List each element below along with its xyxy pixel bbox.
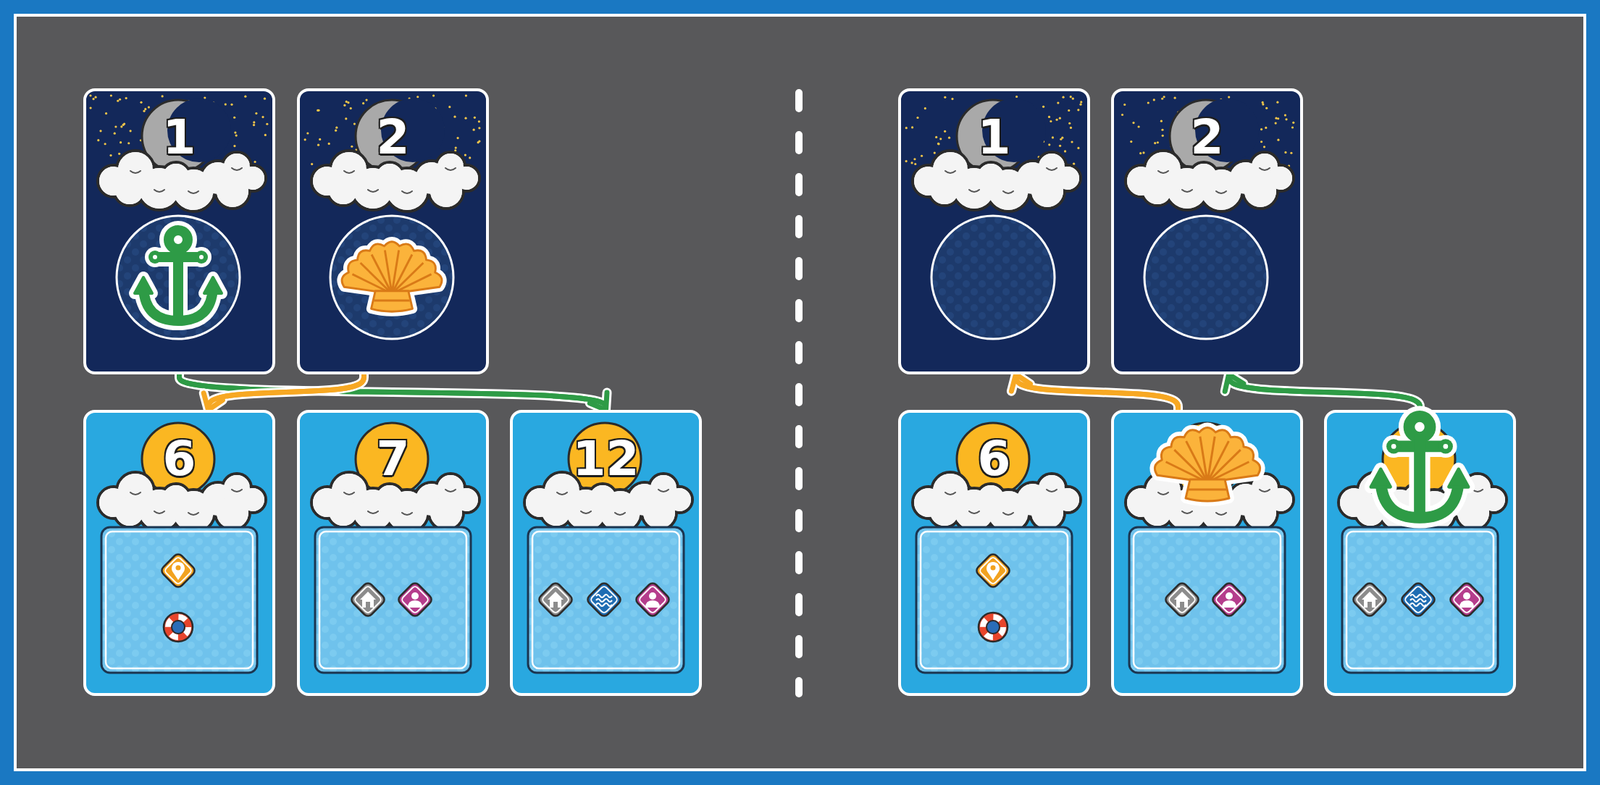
day-card bbox=[1324, 409, 1516, 697]
day-card-art bbox=[1324, 409, 1516, 697]
card-number: 7 bbox=[296, 433, 489, 485]
pin-icon bbox=[974, 552, 1012, 590]
anchor-token bbox=[134, 230, 222, 321]
person-icon bbox=[1211, 581, 1248, 619]
house-icon bbox=[349, 581, 387, 619]
person-icon bbox=[634, 581, 672, 619]
buoy-icon bbox=[163, 612, 193, 642]
person-icon bbox=[1448, 581, 1486, 619]
waves-icon bbox=[585, 581, 623, 619]
night-card: 1 bbox=[898, 88, 1091, 375]
move-arrow bbox=[203, 374, 364, 410]
buoy-icon bbox=[978, 612, 1008, 642]
card-number: 6 bbox=[83, 433, 276, 485]
card-number: 2 bbox=[296, 112, 489, 163]
cloud-group bbox=[1338, 472, 1507, 534]
shell-token bbox=[1154, 427, 1260, 502]
night-card: 2 bbox=[296, 88, 489, 375]
day-card bbox=[1111, 409, 1304, 697]
house-icon bbox=[537, 581, 575, 619]
card-number: 2 bbox=[1111, 112, 1304, 163]
cloud-group bbox=[1125, 472, 1294, 534]
pin-icon bbox=[160, 552, 198, 590]
person-icon bbox=[396, 581, 434, 619]
card-number: 1 bbox=[83, 112, 276, 163]
night-card: 2 bbox=[1111, 88, 1304, 375]
day-card: 7 bbox=[296, 409, 489, 697]
day-card-art bbox=[1111, 409, 1304, 697]
day-card: 12 bbox=[509, 409, 702, 697]
day-card: 6 bbox=[83, 409, 276, 697]
card-number: 6 bbox=[898, 433, 1091, 485]
day-card: 6 bbox=[898, 409, 1091, 697]
house-icon bbox=[1351, 581, 1389, 619]
waves-icon bbox=[1400, 581, 1438, 619]
move-arrow bbox=[179, 374, 608, 410]
card-number: 1 bbox=[898, 112, 1091, 163]
move-arrow bbox=[1011, 374, 1178, 410]
anchor-token bbox=[1371, 416, 1469, 518]
house-icon bbox=[1163, 581, 1201, 619]
card-number: 12 bbox=[509, 433, 702, 485]
move-arrow bbox=[1224, 374, 1420, 410]
shell-token bbox=[341, 241, 442, 312]
divider-line bbox=[795, 92, 803, 694]
night-card: 1 bbox=[83, 88, 276, 375]
